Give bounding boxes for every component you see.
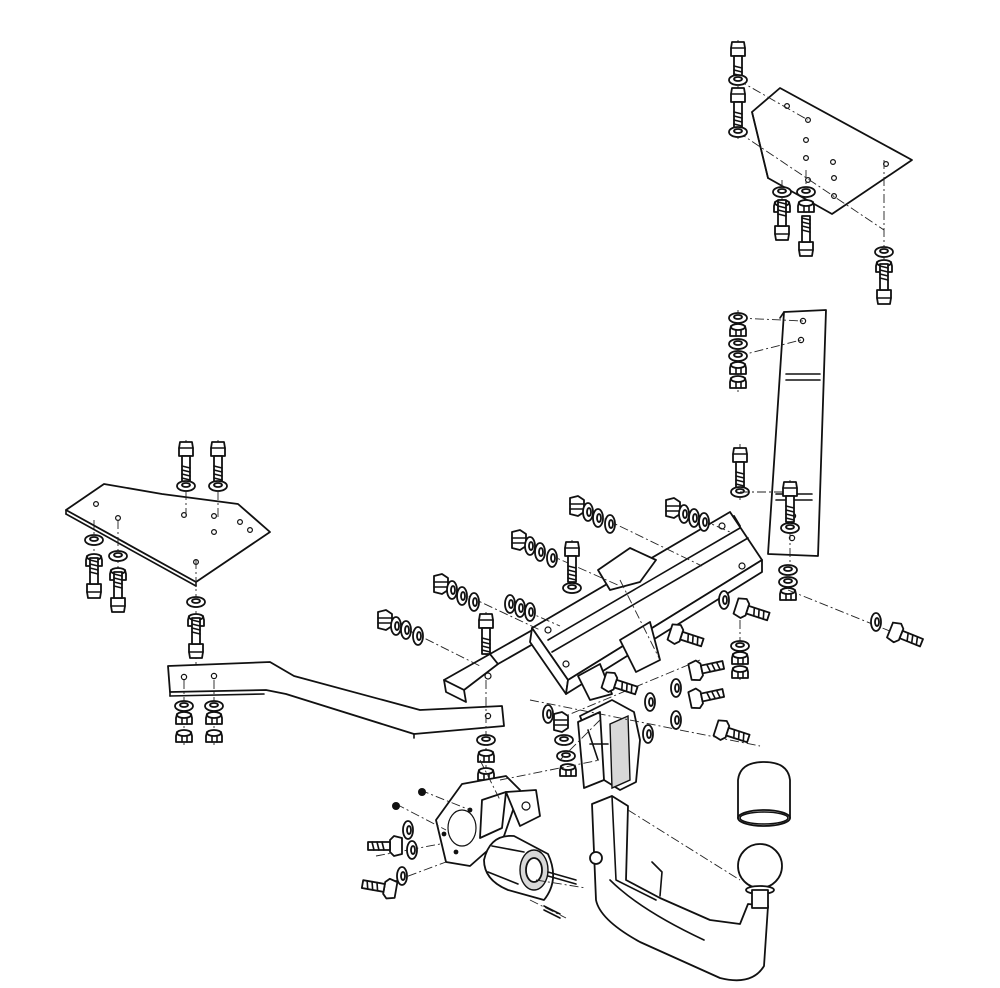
left-arm-bolt-set: [174, 612, 496, 781]
crossbar-bolt-set-left: [377, 529, 621, 667]
crossbar-bolt-set-right: [569, 495, 773, 680]
tow-mount-bolt-set: [529, 654, 761, 777]
tow-ball: [737, 843, 783, 909]
socket-plate-bolt-set: [359, 788, 471, 901]
left-side-arm: [167, 661, 505, 739]
tow-ball-mount: [577, 699, 641, 791]
main-crossbar: [443, 511, 763, 703]
electrical-socket: [483, 835, 587, 919]
tow-neck: [589, 795, 769, 982]
right-mounting-plate: [751, 87, 913, 215]
left-plate-bolt-set: [84, 440, 228, 680]
alignment-lines: [479, 719, 741, 881]
right-plate-bolt-set: [728, 40, 894, 305]
tow-ball-cap: [737, 761, 791, 827]
right-bracket-bolt-set: [728, 310, 927, 653]
right-side-bracket: [767, 309, 827, 557]
